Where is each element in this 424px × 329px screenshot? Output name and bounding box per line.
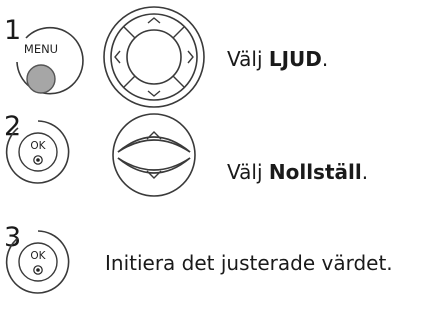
menu-item-ljud: LJUD	[268, 47, 322, 71]
arrow-down-icon	[147, 90, 161, 97]
step-2: 2 OK Välj Nollställ.	[0, 110, 424, 220]
step-number: 3	[4, 222, 22, 253]
up-down-icon[interactable]	[98, 110, 208, 200]
step-3: 3 OK Initiera det justerade värdet.	[0, 220, 424, 329]
ok-button[interactable]: OK	[5, 116, 75, 196]
arrow-down-icon	[146, 170, 162, 179]
step-number: 2	[4, 111, 22, 142]
menu-button[interactable]: MENU	[5, 12, 84, 102]
step-number: 1	[4, 15, 22, 46]
step-2-instruction: Välj Nollställ.	[227, 160, 369, 184]
ok-button[interactable]: OK	[5, 226, 75, 306]
ok-button-label: OK	[30, 140, 46, 152]
arrow-up-icon	[147, 17, 161, 24]
step-1: 1 MENU Välj LJUD.	[0, 0, 424, 110]
ok-button-label: OK	[30, 250, 46, 262]
menu-button-label: MENU	[24, 42, 58, 56]
arrow-left-icon	[114, 50, 121, 64]
menu-item-nollstall: Nollställ	[268, 160, 362, 184]
arrow-up-icon	[146, 131, 162, 140]
nav-pad-icon[interactable]	[98, 0, 208, 108]
step-3-instruction: Initiera det justerade värdet.	[105, 251, 393, 275]
arrow-right-icon	[187, 50, 194, 64]
step-1-instruction: Välj LJUD.	[227, 47, 329, 71]
